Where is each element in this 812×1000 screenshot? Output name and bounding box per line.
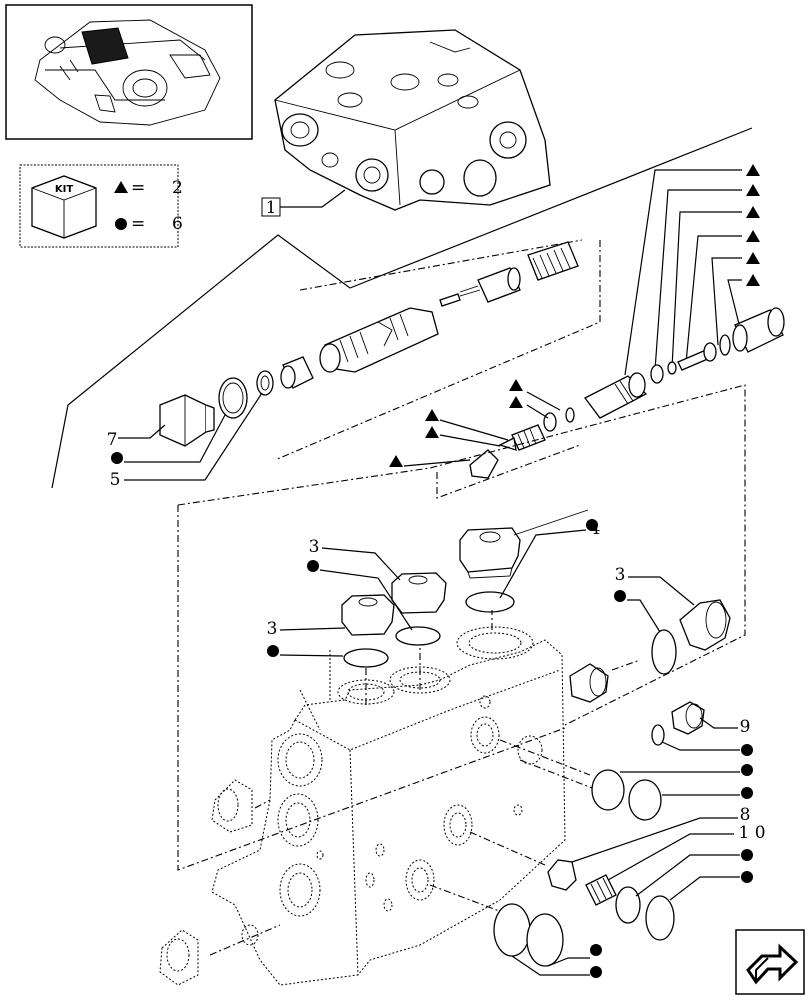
circle-quantity: 6 xyxy=(172,214,183,234)
circle-marker-ring-a xyxy=(741,764,753,776)
side-plug xyxy=(569,663,609,703)
next-page-arrow-icon xyxy=(746,943,799,985)
washer-5 xyxy=(256,370,274,396)
kit-legend: KIT = 2 = 6 xyxy=(19,164,183,248)
circle-marker-ring-b xyxy=(741,787,753,799)
callout-3b: 3 xyxy=(309,537,320,557)
o-ring-right-b xyxy=(628,779,662,821)
triangle-markers-right xyxy=(746,164,760,286)
kit-box-icon: KIT xyxy=(31,175,97,239)
o-ring-4 xyxy=(465,591,515,613)
relief-washer xyxy=(650,364,664,384)
valve-assembly-top xyxy=(274,29,551,211)
plug-3a xyxy=(341,594,395,636)
location-thumbnail[interactable] xyxy=(5,4,253,140)
spool-sleeve xyxy=(280,356,314,389)
relief-washer-small xyxy=(667,361,677,375)
o-ring-10b xyxy=(645,895,675,941)
circle-marker-7 xyxy=(111,452,123,464)
plug-3b xyxy=(391,572,447,614)
circle-marker-bottom-a xyxy=(590,944,602,956)
o-ring-3b xyxy=(395,626,441,646)
circle-marker-10b xyxy=(741,871,753,883)
circle-marker-10a xyxy=(741,849,753,861)
valve-block-main xyxy=(159,626,566,986)
relief-body xyxy=(584,372,648,419)
spool-spring xyxy=(527,241,579,281)
kit-label: KIT xyxy=(55,184,73,195)
triangle-markers-left xyxy=(389,379,523,467)
callout-5: 5 xyxy=(110,470,121,490)
circle-marker-bottom-b xyxy=(590,966,602,978)
triangle-quantity: 2 xyxy=(172,178,183,198)
callout-3a: 3 xyxy=(267,619,278,639)
callout-3c: 3 xyxy=(615,565,626,585)
spool-body xyxy=(319,307,439,373)
relief-spring xyxy=(511,424,546,451)
relief-cap xyxy=(732,307,785,353)
triangle-equals: = xyxy=(131,178,145,198)
spring-10 xyxy=(585,874,617,906)
callout-9: 9 xyxy=(740,717,751,737)
circle-marker-4 xyxy=(586,519,598,531)
o-ring-bottom-a xyxy=(493,903,531,957)
o-ring-bottom-b xyxy=(526,913,564,967)
check-poppet-8 xyxy=(547,859,577,891)
next-page-button[interactable] xyxy=(735,929,805,995)
relief-o-ring xyxy=(719,334,731,356)
circle-marker-9 xyxy=(741,744,753,756)
o-ring-3c xyxy=(651,629,677,675)
callout-7: 7 xyxy=(107,430,118,450)
callout-1: 1 xyxy=(266,198,277,218)
callout-10: 1 0 xyxy=(738,823,765,843)
circle-equals: = xyxy=(131,214,145,234)
circle-marker-3c xyxy=(614,590,626,602)
spool-pin xyxy=(439,293,461,307)
circle-marker-3b xyxy=(307,560,319,572)
check-plug-9 xyxy=(671,701,705,735)
o-ring-7 xyxy=(218,377,248,419)
o-ring-right-a xyxy=(591,769,625,811)
triangle-marker-icon xyxy=(114,181,128,193)
relief-poppet-seat xyxy=(543,412,557,432)
plug-7 xyxy=(159,394,215,447)
o-ring-10a xyxy=(615,886,641,924)
relief-ring-small xyxy=(565,407,575,423)
plug-3c xyxy=(679,599,731,651)
tractor-valve-location-thumbnail xyxy=(34,19,221,126)
circle-marker-icon xyxy=(115,218,127,230)
o-ring-9 xyxy=(651,724,665,746)
plug-4 xyxy=(459,527,521,579)
o-ring-3a xyxy=(343,648,389,668)
callout-8: 8 xyxy=(740,805,751,825)
relief-poppet xyxy=(469,449,499,479)
relief-screw xyxy=(677,342,717,371)
spool-spring-seat xyxy=(459,267,521,303)
circle-marker-3a xyxy=(267,645,279,657)
